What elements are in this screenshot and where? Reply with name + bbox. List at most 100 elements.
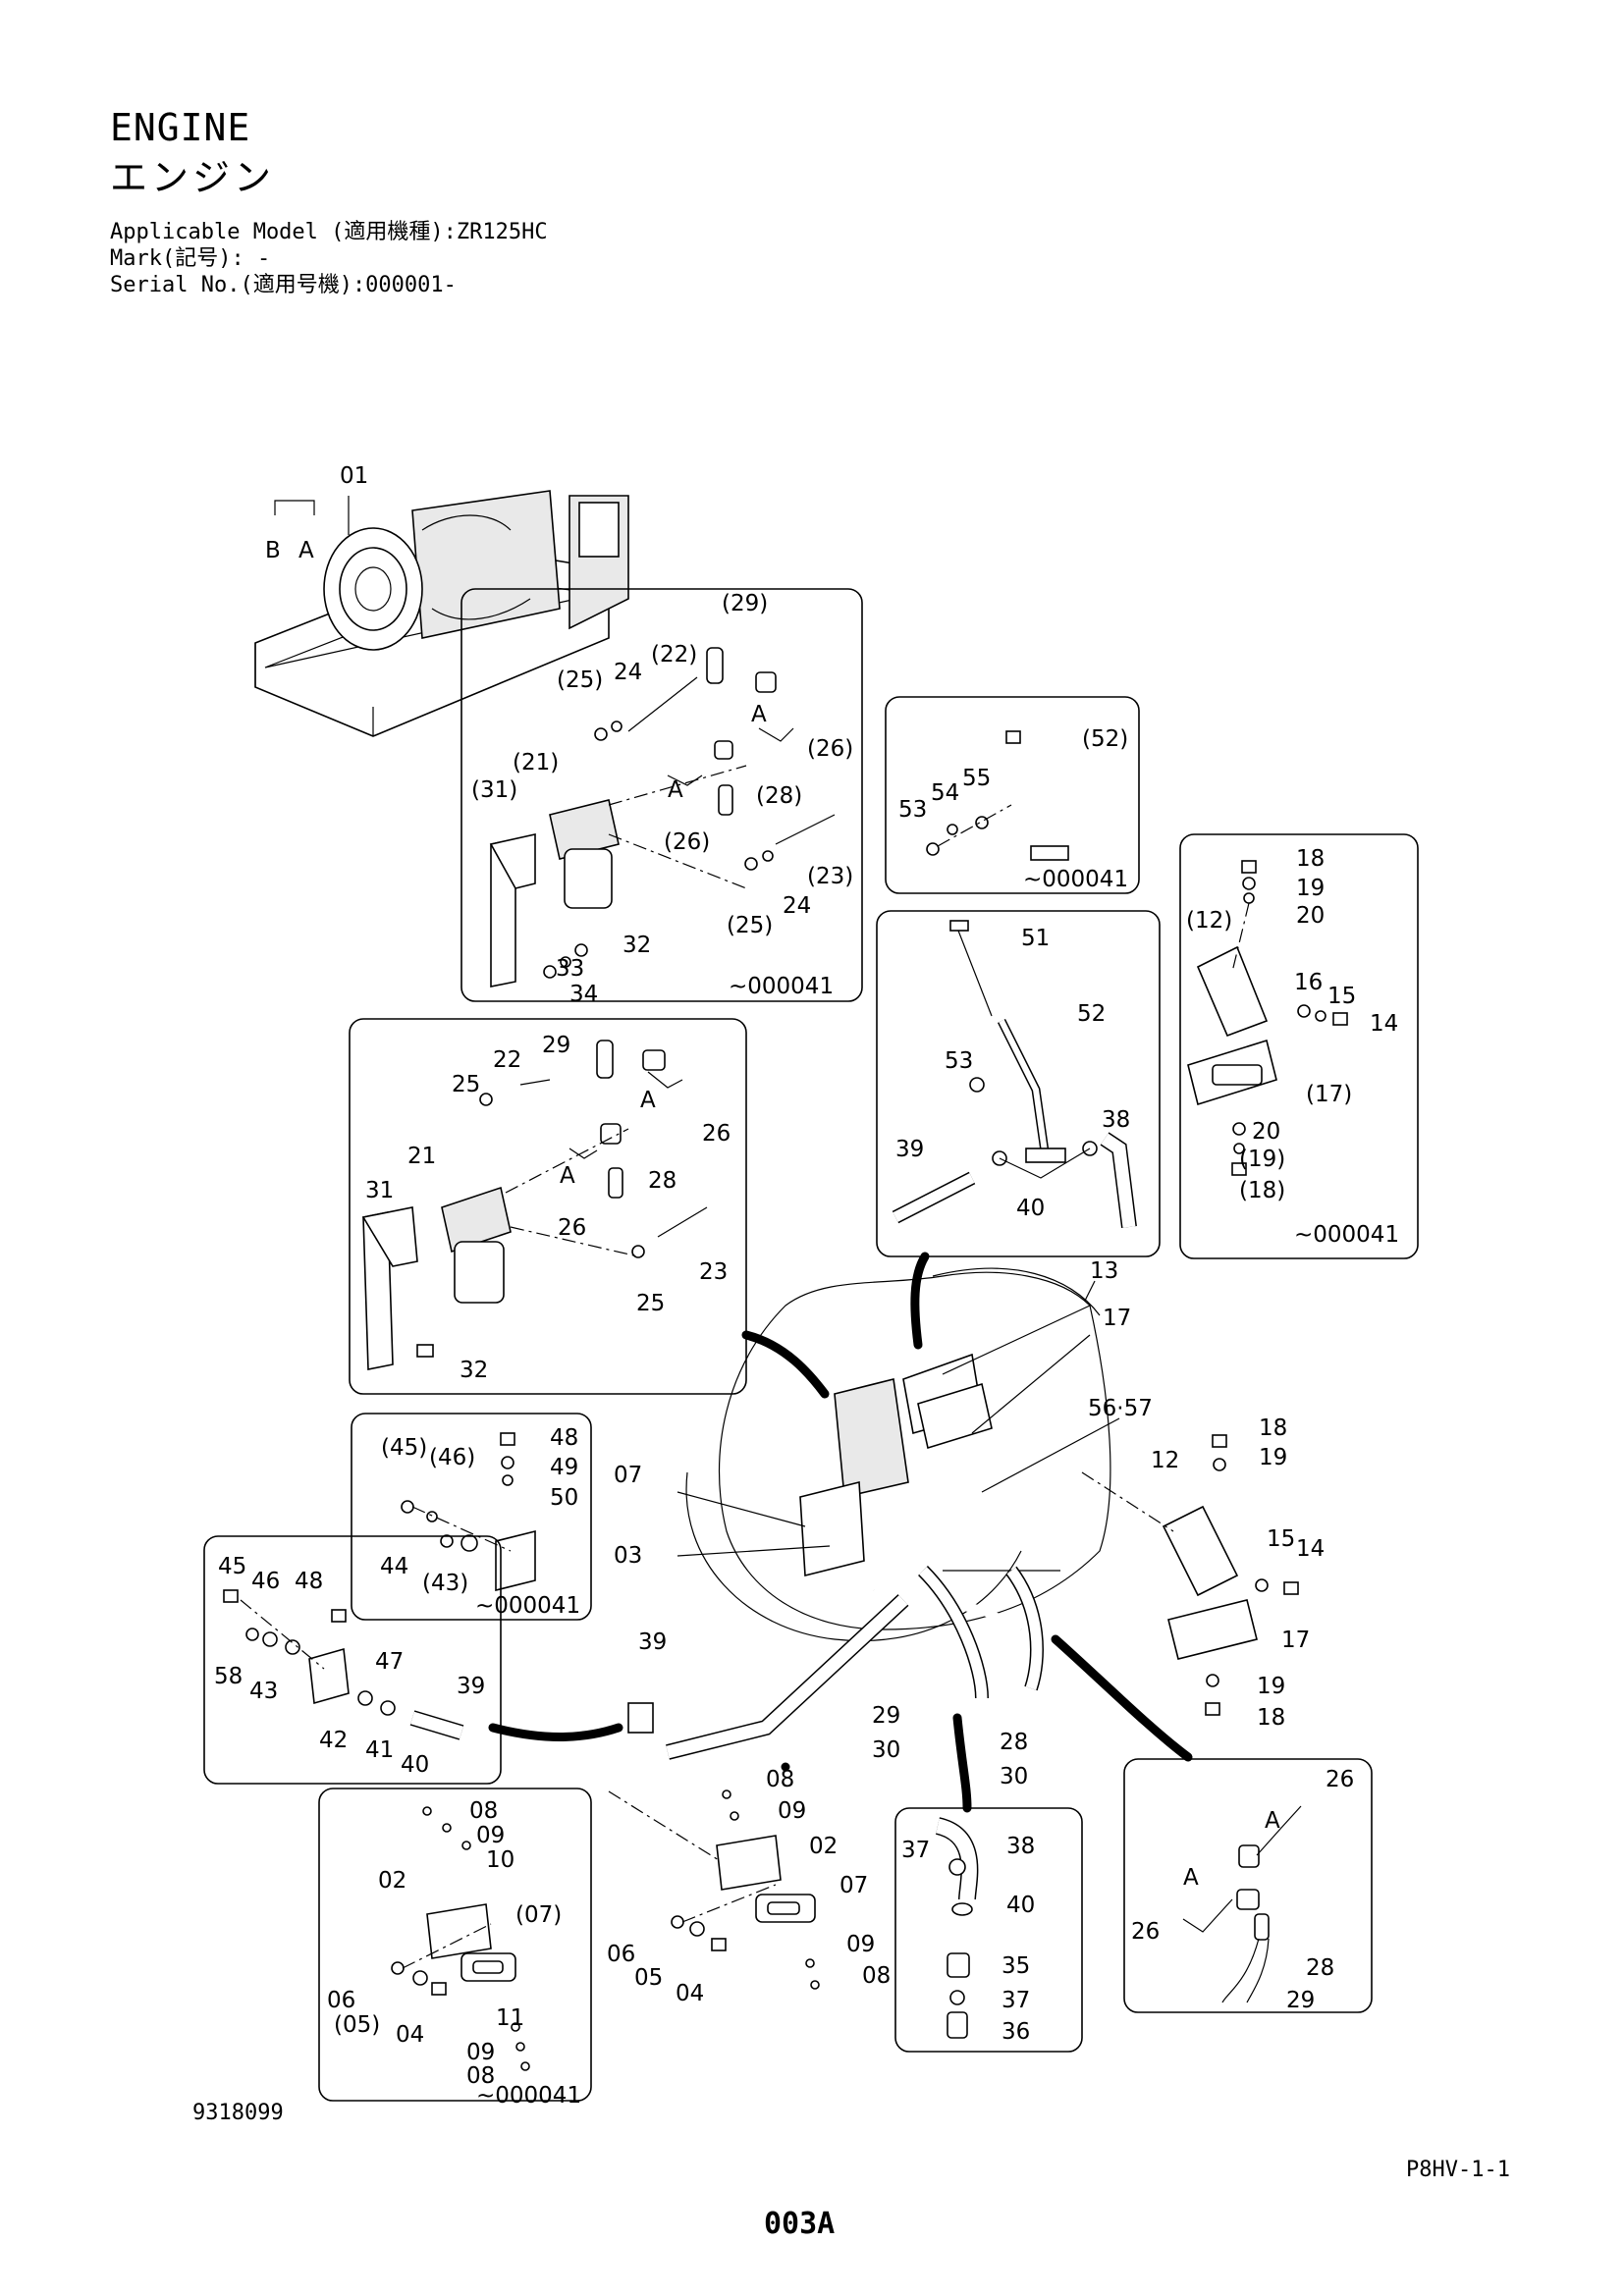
lever-dipstick-drawing — [892, 920, 1137, 1228]
drawing-number: 9318099 — [192, 2101, 284, 2125]
part-label: 28 — [648, 1168, 677, 1194]
part-label: 21 — [407, 1144, 436, 1169]
part-label: 24 — [614, 660, 642, 685]
serial-range-label: ~000041 — [1294, 1222, 1399, 1248]
detail-box-filter — [349, 1018, 747, 1395]
engine-mount-drawing-early — [391, 1806, 530, 2071]
part-label: A — [298, 538, 314, 563]
part-label: (25) — [727, 913, 773, 938]
part-label: 54 — [931, 780, 959, 806]
part-label: 11 — [496, 2005, 524, 2031]
part-label: 35 — [1001, 1953, 1030, 1979]
part-label: 46 — [251, 1569, 280, 1594]
part-label: 04 — [396, 2022, 424, 2048]
hose-fittings-drawing — [1182, 1805, 1302, 2003]
part-label: 17 — [1281, 1628, 1310, 1653]
callout-bands — [488, 1252, 1193, 1813]
part-label: A — [1183, 1865, 1199, 1891]
part-label: 15 — [1327, 984, 1356, 1009]
main-engine-drawing — [608, 1267, 1299, 1866]
part-label: 23 — [699, 1259, 728, 1285]
detail-box-mount-early — [1179, 833, 1419, 1259]
part-label: 49 — [550, 1455, 578, 1480]
part-label: 37 — [1001, 1988, 1030, 2013]
mount-bracket-drawing — [1187, 860, 1348, 1176]
part-label: 19 — [1257, 1674, 1285, 1699]
part-label: 48 — [550, 1425, 578, 1451]
part-label: 20 — [1252, 1119, 1280, 1145]
part-label: 40 — [401, 1752, 429, 1778]
part-label: (19) — [1239, 1147, 1285, 1172]
part-label: 06 — [607, 1942, 635, 1967]
filter-assembly-drawing — [489, 647, 836, 988]
part-label: 13 — [1090, 1258, 1118, 1284]
part-label: (26) — [807, 736, 853, 762]
serial-number-line: Serial No.(適用号機):000001- — [110, 273, 457, 297]
part-label: 16 — [1294, 970, 1323, 995]
part-label: 22 — [493, 1047, 521, 1073]
part-label: 40 — [1016, 1196, 1045, 1221]
part-label: 09 — [778, 1798, 806, 1824]
part-label: 48 — [295, 1569, 323, 1594]
part-label: 50 — [550, 1485, 578, 1511]
part-label: 28 — [1000, 1730, 1028, 1755]
part-label: 40 — [1006, 1893, 1035, 1918]
part-label: 15 — [1267, 1526, 1295, 1552]
part-label: 03 — [614, 1543, 642, 1569]
part-label: 52 — [1077, 1001, 1106, 1027]
part-label: (31) — [471, 777, 517, 803]
part-label: 26 — [1326, 1767, 1354, 1792]
part-label: B — [265, 538, 281, 563]
page-title: ENGINE — [110, 106, 251, 149]
part-label: 56·57 — [1088, 1396, 1153, 1421]
serial-range-label: ~000041 — [729, 974, 834, 999]
part-label: 07 — [839, 1873, 868, 1898]
part-label: (46) — [429, 1445, 475, 1470]
part-label: 07 — [614, 1463, 642, 1488]
part-label: 53 — [945, 1048, 973, 1074]
part-label: 09 — [476, 1823, 505, 1848]
part-label: 30 — [1000, 1764, 1028, 1789]
part-label: A — [668, 777, 683, 803]
part-label: 28 — [1306, 1955, 1334, 1981]
part-label: 25 — [452, 1072, 480, 1097]
part-label: 02 — [809, 1834, 838, 1859]
part-label: 39 — [457, 1674, 485, 1699]
part-label: 42 — [319, 1728, 348, 1753]
part-label: 53 — [898, 797, 927, 823]
part-label: 18 — [1257, 1705, 1285, 1731]
detail-box-stopper-early — [351, 1413, 592, 1621]
detail-box-lever — [876, 910, 1161, 1257]
serial-range-label: ~000041 — [476, 2083, 581, 2109]
engine-mount-drawing — [671, 1789, 820, 1990]
part-label: 18 — [1259, 1415, 1287, 1441]
part-label: 43 — [249, 1679, 278, 1704]
part-label: (25) — [557, 667, 603, 693]
part-label: 29 — [1286, 1988, 1315, 2013]
detail-box-filter-early — [460, 588, 863, 1002]
part-label: 55 — [962, 766, 991, 791]
part-label: 32 — [623, 933, 651, 958]
part-label: 08 — [766, 1767, 794, 1792]
part-label: 41 — [365, 1737, 394, 1763]
detail-box-drain-hose — [894, 1807, 1083, 2053]
part-label: (28) — [756, 783, 802, 809]
part-label: (17) — [1306, 1082, 1352, 1107]
part-label: 12 — [1151, 1448, 1179, 1473]
part-label: 09 — [846, 1932, 875, 1957]
part-label: 25 — [636, 1291, 665, 1316]
part-label: (07) — [515, 1902, 562, 1928]
part-label: (26) — [664, 829, 710, 855]
part-label: 08 — [469, 1798, 498, 1824]
part-label: A — [640, 1088, 656, 1113]
part-label: 04 — [676, 1981, 704, 2006]
part-label: 01 — [340, 463, 368, 489]
part-label: 30 — [872, 1737, 900, 1763]
part-label: 14 — [1296, 1536, 1325, 1562]
applicable-model-line: Applicable Model (適用機種):ZR125HC — [110, 220, 548, 244]
part-label: 05 — [634, 1965, 663, 1991]
part-label: (21) — [513, 750, 559, 775]
part-label: 20 — [1296, 903, 1325, 929]
part-label: 45 — [218, 1554, 246, 1579]
